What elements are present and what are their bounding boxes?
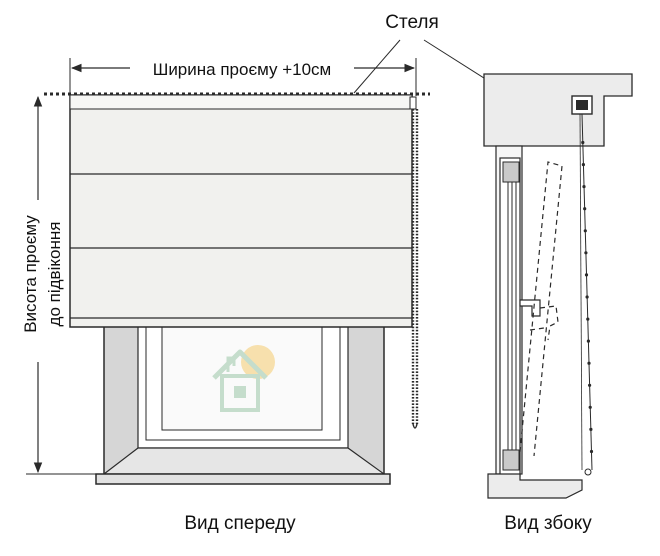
window-frame bbox=[95, 325, 391, 485]
cord-bead bbox=[585, 295, 589, 299]
width-dimension bbox=[69, 58, 417, 96]
cord-bead bbox=[583, 207, 587, 211]
cord-beads bbox=[581, 140, 594, 454]
cord-bead bbox=[586, 339, 591, 343]
side-view: Вид збоку bbox=[483, 73, 633, 534]
cord-bead bbox=[581, 163, 586, 167]
cord-bead bbox=[586, 317, 590, 321]
ceiling-label: Стеля bbox=[385, 12, 439, 33]
cord-weight bbox=[584, 468, 592, 476]
height-dimension bbox=[26, 95, 104, 475]
bead-chain bbox=[411, 109, 419, 429]
height-label-line1: Висота проєму bbox=[21, 215, 40, 333]
cord-bead bbox=[581, 140, 585, 145]
cord-bead bbox=[584, 251, 588, 255]
cord-bead bbox=[582, 185, 586, 189]
side-view-caption: Вид збоку bbox=[504, 513, 592, 534]
cord-bead bbox=[588, 405, 592, 409]
cord-bead bbox=[589, 427, 593, 431]
ceiling-leader bbox=[353, 39, 401, 94]
blind-cord bbox=[581, 113, 593, 471]
house-logo-icon bbox=[212, 345, 275, 412]
window-profile bbox=[499, 157, 541, 477]
sill-profile bbox=[487, 473, 583, 499]
tilted-sash-outline bbox=[519, 161, 563, 457]
width-label: Ширина проєму +10см bbox=[153, 60, 332, 79]
cord-bead bbox=[589, 449, 594, 454]
front-view: Ширина проєму +10см Висота проєму до під… bbox=[21, 12, 567, 534]
blind-cord-front bbox=[579, 113, 583, 471]
blind-bracket bbox=[571, 95, 593, 115]
front-view-caption: Вид спереду bbox=[184, 513, 296, 534]
cord-bead bbox=[587, 361, 591, 365]
height-label-line2: до підвіконня bbox=[45, 222, 64, 327]
cord-bead bbox=[588, 383, 592, 387]
roman-blind bbox=[69, 94, 417, 328]
cord-bead bbox=[584, 273, 589, 277]
ceiling-slab bbox=[483, 73, 633, 147]
cord-bead bbox=[583, 229, 587, 233]
